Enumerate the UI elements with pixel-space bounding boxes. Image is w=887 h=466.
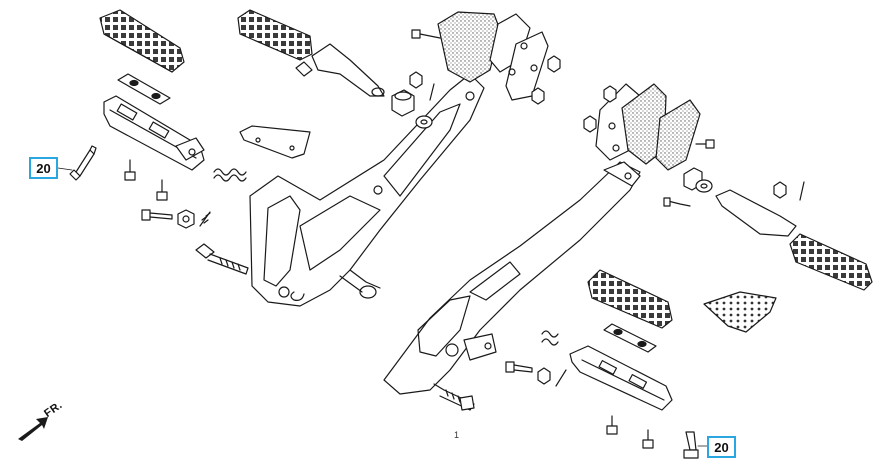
long-bolt-right	[433, 383, 475, 411]
main-bracket-right	[383, 161, 641, 395]
washer-right	[695, 179, 713, 193]
rider-footpeg-left	[103, 95, 205, 171]
passenger-footpeg-rubber-right	[789, 233, 873, 291]
heel-guard-left	[239, 125, 311, 159]
nut-right-2	[583, 115, 597, 133]
bolt-left-1	[124, 159, 136, 181]
nut-right-3	[537, 367, 551, 385]
passenger-footpeg-rubber-left	[237, 9, 313, 61]
bushing-left	[391, 89, 415, 117]
rider-footpeg-right	[569, 345, 673, 411]
spring-right	[541, 330, 559, 346]
footpeg-pin-left	[69, 145, 97, 181]
bolt-right-4	[642, 429, 654, 449]
bolt-top-left	[411, 29, 441, 39]
heel-plate-right	[703, 291, 777, 333]
leader-line-left	[57, 167, 73, 171]
footpeg-plate-right	[603, 323, 657, 353]
spring-left	[213, 168, 247, 182]
bolt-left-3	[141, 209, 173, 221]
callout-20-left[interactable]: 20	[29, 157, 58, 179]
callout-20-right[interactable]: 20	[707, 436, 736, 458]
nut-top-1	[547, 55, 561, 73]
spring-pin-top	[429, 83, 435, 101]
bolt-left-2	[156, 179, 168, 201]
nut-left	[177, 209, 195, 229]
stay-arm-left	[295, 43, 385, 97]
spring-pin-right	[555, 369, 567, 387]
passenger-bracket-left	[437, 11, 549, 101]
passenger-bracket-right	[595, 83, 701, 171]
bolt-right-2	[505, 361, 533, 373]
page-mark: 1	[454, 430, 460, 440]
washer-left	[415, 115, 433, 129]
arrow-front-icon	[16, 415, 50, 448]
bolt-right-3	[606, 415, 618, 435]
footpeg-pin-right	[683, 431, 699, 459]
callout-label: 20	[714, 439, 729, 455]
footpeg-plate-left	[117, 73, 171, 105]
nut-top-2	[531, 87, 545, 105]
callout-label: 20	[36, 160, 51, 176]
bolt-right-1	[695, 139, 715, 149]
main-bracket-left	[249, 73, 485, 307]
spring-pin-left	[199, 211, 211, 227]
long-bolt-left	[195, 243, 249, 275]
nut-top-3	[409, 71, 423, 89]
rider-footpeg-rubber-right	[587, 269, 673, 329]
nut-right-1	[603, 85, 617, 103]
stay-arm-right	[663, 181, 805, 237]
clip-left	[290, 291, 305, 301]
rider-footpeg-rubber-left	[99, 9, 185, 73]
